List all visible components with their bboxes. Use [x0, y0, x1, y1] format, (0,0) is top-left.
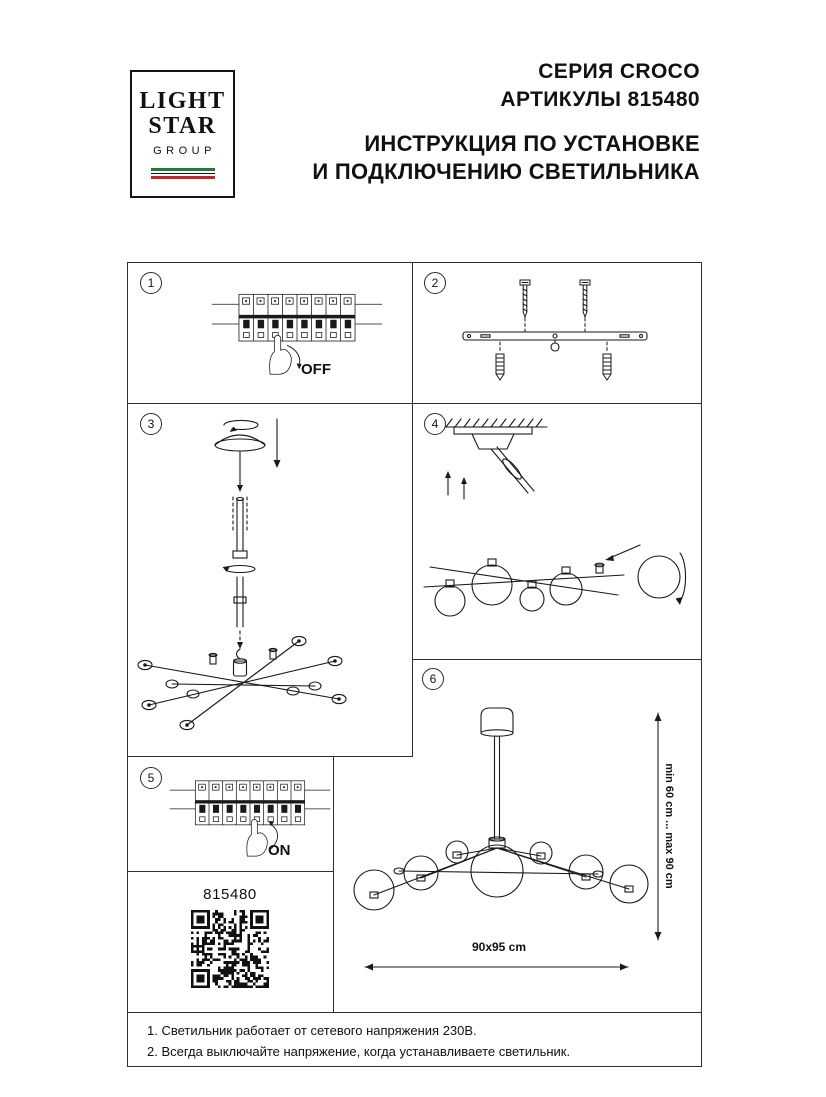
- qr-code: [191, 910, 269, 988]
- grid-line: [127, 756, 413, 757]
- article-code: 815480: [203, 886, 257, 903]
- ceiling-canopy: [214, 434, 266, 452]
- breaker-on-diagram: [169, 780, 331, 857]
- breaker-body: [169, 780, 331, 826]
- grid-line: [127, 403, 702, 404]
- logo-word-light: LIGHT: [139, 87, 226, 114]
- wall-anchor-icon: [495, 341, 505, 381]
- width-dimension-label: 90x95 cm: [471, 940, 527, 954]
- step-5-badge: 5: [140, 767, 162, 789]
- logo-word-star: STAR: [148, 113, 217, 139]
- step-3-badge: 3: [140, 413, 162, 435]
- grid-line: [333, 756, 334, 1013]
- grid-line: [127, 262, 128, 1067]
- switch-on-arrow: [268, 821, 279, 850]
- grid-line: [412, 659, 702, 660]
- grid-line: [701, 262, 702, 1067]
- glass-globes: [434, 558, 583, 617]
- footer-notes: 1. Светильник работает от сетевого напря…: [147, 1020, 570, 1062]
- lightstar-logo: LIGHT STAR GROUP: [130, 70, 235, 198]
- screw-icon: [579, 279, 591, 333]
- screw-icon: [519, 279, 531, 333]
- logo-word-group: GROUP: [153, 145, 216, 158]
- mounting-bracket-diagram: [462, 279, 648, 381]
- instruction-title-line1: ИНСТРУКЦИЯ ПО УСТАНОВКЕ: [364, 131, 700, 156]
- detached-globe: [637, 552, 687, 605]
- step-2-badge: 2: [424, 272, 446, 294]
- arm-frame: [423, 562, 625, 596]
- grid-line: [127, 262, 702, 263]
- instruction-title-line2: И ПОДКЛЮЧЕНИЮ СВЕТИЛЬНИКА: [312, 159, 700, 184]
- arm-frame: [137, 635, 347, 731]
- grid-line: [412, 262, 413, 757]
- assembled-chandelier-diagram: [353, 707, 662, 971]
- ceiling-canopy: [480, 707, 514, 737]
- note-line-2: 2. Всегда выключайте напряжение, когда у…: [147, 1044, 571, 1059]
- insert-arrow: [605, 544, 641, 561]
- series-title: СЕРИЯ CROCO: [538, 60, 700, 83]
- note-line-1: 1. Светильник работает от сетевого напря…: [147, 1023, 477, 1038]
- bracket-bar: [462, 331, 648, 341]
- vertical-dimension-arrow: [654, 712, 662, 941]
- horizontal-dimension-arrow: [364, 963, 629, 971]
- off-label: OFF: [301, 361, 331, 378]
- grid-line: [127, 1012, 702, 1013]
- flag-red-stripe: [150, 176, 215, 180]
- step-1-badge: 1: [140, 272, 162, 294]
- italian-flag-icon: [150, 168, 215, 180]
- grid-line: [127, 1066, 702, 1067]
- ceiling-mount-detail: [439, 418, 548, 500]
- suspension-rod: [222, 496, 256, 649]
- rotate-arrow: [223, 419, 259, 432]
- height-dimension-label: min 60 cm ... max 90 cm: [663, 763, 675, 889]
- center-hook: [550, 339, 560, 352]
- arm-frame: [369, 847, 634, 899]
- wall-anchor-icon: [602, 341, 612, 381]
- step-6-badge: 6: [422, 668, 444, 690]
- rod-assembly-diagram: [137, 418, 347, 731]
- step-4-badge: 4: [424, 413, 446, 435]
- switch-off-arrow: [286, 344, 302, 370]
- on-label: ON: [268, 842, 291, 859]
- glass-globes: [353, 840, 649, 911]
- articles-title: АРТИКУЛЫ 815480: [500, 88, 700, 111]
- down-arrow: [237, 418, 281, 492]
- header: СЕРИЯ CROCO АРТИКУЛЫ 815480 ИНСТРУКЦИЯ П…: [312, 58, 700, 186]
- hub: [232, 648, 248, 677]
- globe-installation-diagram: [423, 418, 687, 617]
- flag-green-stripe: [150, 168, 215, 172]
- breaker-body: [211, 293, 383, 342]
- breaker-off-diagram: [211, 293, 383, 375]
- grid-line: [127, 871, 334, 872]
- suspension-rod: [488, 735, 506, 849]
- flag-mid-stripe: [150, 173, 215, 175]
